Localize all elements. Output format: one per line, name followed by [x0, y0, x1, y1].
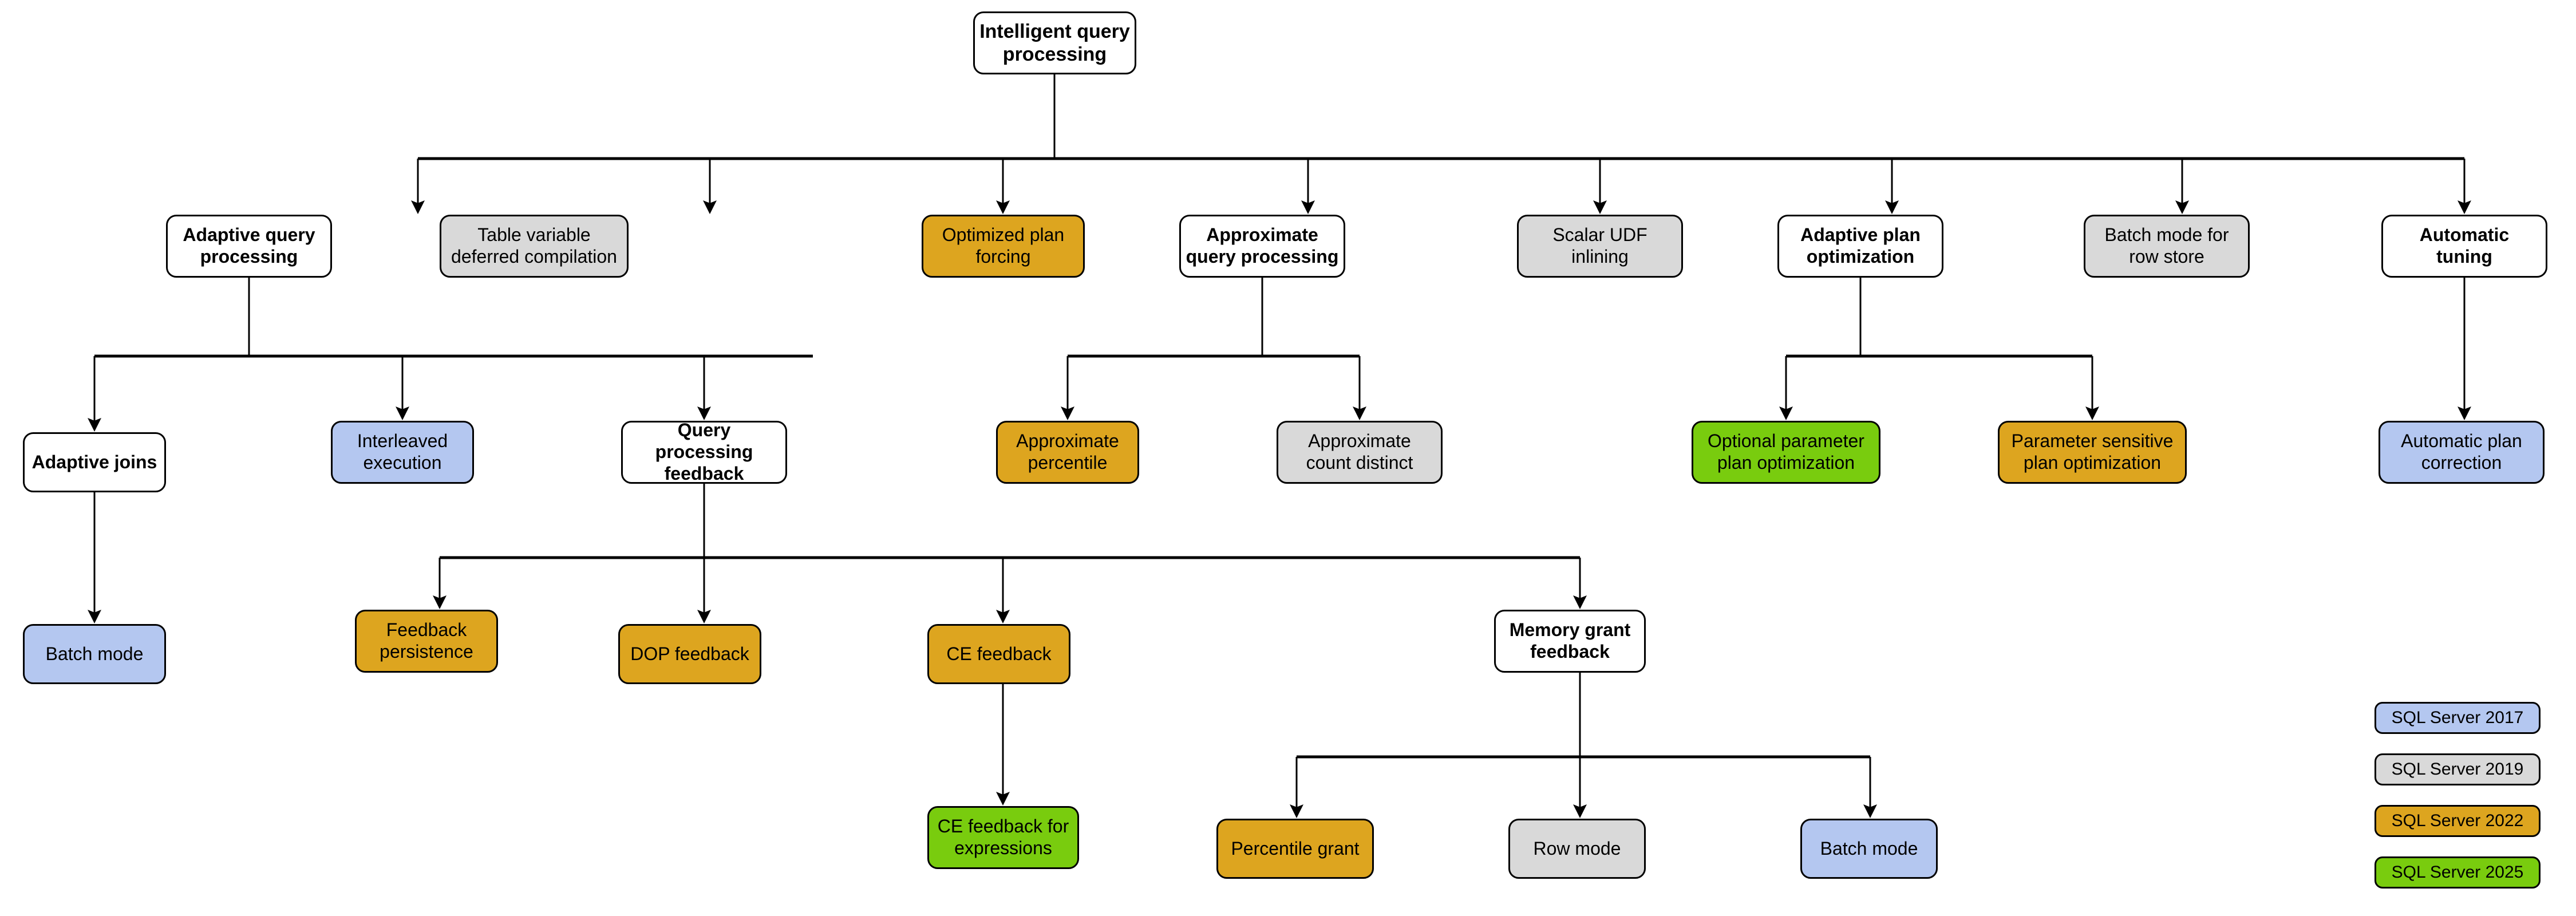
node-label: CE feedback — [946, 643, 1052, 664]
node-root[interactable]: Intelligent query processing — [973, 11, 1136, 74]
node-label: Adaptive joins — [31, 451, 157, 472]
node-label: CE feedback for expressions — [937, 816, 1069, 858]
node-fbpers[interactable]: Feedback persistence — [355, 610, 498, 673]
node-aqp[interactable]: Adaptive query processing — [166, 215, 332, 278]
legend-item-sql-server-2017[interactable]: SQL Server 2017 — [2374, 702, 2541, 734]
node-qpf[interactable]: Query processing feedback — [621, 420, 787, 484]
node-apo[interactable]: Adaptive plan optimization — [1777, 215, 1943, 278]
legend-item-label: SQL Server 2022 — [2391, 811, 2524, 830]
node-label: Memory grant feedback — [1509, 619, 1631, 662]
node-apct[interactable]: Approximate percentile — [996, 421, 1139, 484]
node-label: Approximate count distinct — [1306, 431, 1413, 473]
node-rowmode[interactable]: Row mode — [1508, 819, 1646, 879]
node-opf[interactable]: Optimized plan forcing — [922, 215, 1085, 278]
node-label: Automatic tuning — [2419, 224, 2510, 267]
node-acd[interactable]: Approximate count distinct — [1277, 421, 1443, 484]
node-oppo[interactable]: Optional parameter plan optimization — [1692, 421, 1880, 484]
legend-item-sql-server-2019[interactable]: SQL Server 2019 — [2374, 753, 2541, 785]
node-label: Parameter sensitive plan optimization — [2011, 431, 2174, 473]
node-label: Query processing feedback — [655, 420, 753, 484]
node-label: Adaptive plan optimization — [1800, 224, 1921, 267]
node-label: Approximate query processing — [1186, 224, 1339, 267]
node-label: Intelligent query processing — [979, 20, 1130, 65]
node-autotune[interactable]: Automatic tuning — [2381, 215, 2547, 278]
node-approxqp[interactable]: Approximate query processing — [1179, 215, 1345, 278]
node-label: Feedback persistence — [380, 619, 473, 662]
node-label: Batch mode — [1820, 838, 1918, 859]
node-cefbexpr[interactable]: CE feedback for expressions — [927, 806, 1079, 869]
node-apc[interactable]: Automatic plan correction — [2379, 421, 2545, 484]
legend-item-sql-server-2025[interactable]: SQL Server 2025 — [2374, 856, 2541, 889]
node-label: Batch mode for row store — [2104, 224, 2229, 267]
legend-item-label: SQL Server 2019 — [2391, 760, 2524, 779]
node-bmode2[interactable]: Batch mode — [1800, 819, 1938, 879]
node-label: DOP feedback — [630, 643, 749, 664]
node-bmode1[interactable]: Batch mode — [23, 624, 166, 684]
node-udf[interactable]: Scalar UDF inlining — [1517, 215, 1683, 278]
node-ilexec[interactable]: Interleaved execution — [331, 421, 474, 484]
node-label: Interleaved execution — [357, 431, 448, 473]
legend-item-label: SQL Server 2025 — [2391, 863, 2524, 882]
node-pgrant[interactable]: Percentile grant — [1216, 819, 1374, 879]
node-label: Optimized plan forcing — [942, 224, 1065, 267]
node-pspo[interactable]: Parameter sensitive plan optimization — [1998, 421, 2187, 484]
node-label: Table variable deferred compilation — [451, 224, 617, 267]
node-label: Scalar UDF inlining — [1552, 224, 1647, 267]
legend-item-sql-server-2022[interactable]: SQL Server 2022 — [2374, 805, 2541, 837]
node-label: Percentile grant — [1231, 838, 1360, 859]
node-label: Adaptive query processing — [183, 224, 315, 267]
node-cefb[interactable]: CE feedback — [927, 624, 1070, 684]
node-bmrs[interactable]: Batch mode for row store — [2084, 215, 2250, 278]
node-label: Row mode — [1533, 838, 1621, 859]
node-mgf[interactable]: Memory grant feedback — [1494, 610, 1646, 673]
node-label: Approximate percentile — [1016, 431, 1119, 473]
node-tvdc[interactable]: Table variable deferred compilation — [440, 215, 629, 278]
node-ajoins[interactable]: Adaptive joins — [23, 432, 166, 492]
node-dopfb[interactable]: DOP feedback — [618, 624, 761, 684]
legend-item-label: SQL Server 2017 — [2391, 708, 2524, 727]
node-label: Automatic plan correction — [2401, 431, 2522, 473]
node-label: Batch mode — [45, 643, 144, 664]
node-label: Optional parameter plan optimization — [1708, 431, 1864, 473]
